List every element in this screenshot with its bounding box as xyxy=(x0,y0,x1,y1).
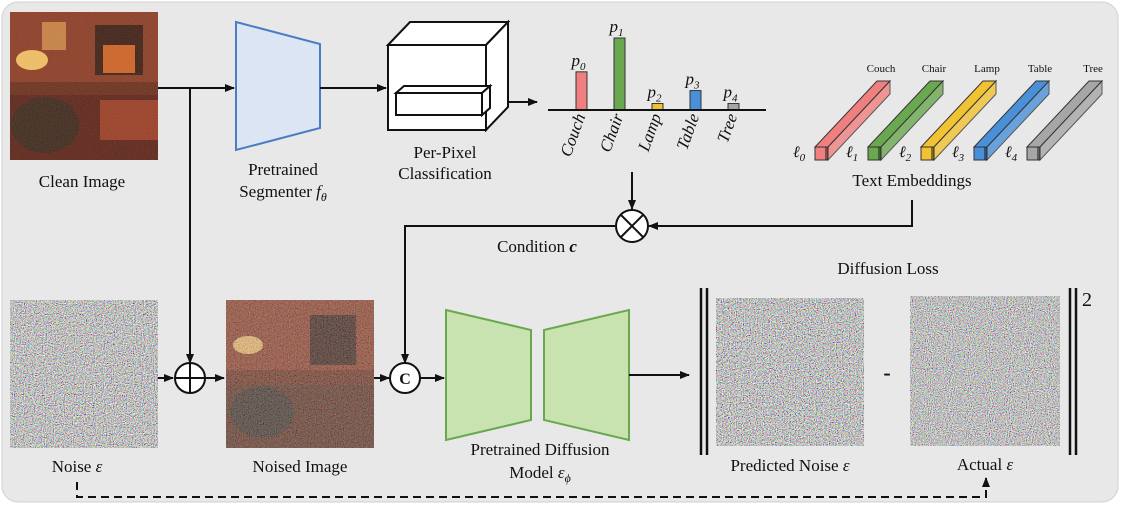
arrow-embeddings-to-multiply xyxy=(648,200,913,230)
norm-exponent: 2 xyxy=(1082,289,1092,311)
diffusion-encoder-block xyxy=(445,308,532,442)
embedding-name-chair: Chair xyxy=(922,63,947,75)
noised-image-label: Noised Image xyxy=(253,457,348,476)
diffusion-decoder-block xyxy=(543,308,630,442)
actual-noise-label: Actual ε xyxy=(957,455,1014,474)
embedding-lamp: Lamp ℓ2 xyxy=(899,63,1000,164)
prob-label-0: p0 xyxy=(571,51,587,73)
embedding-couch: Couch ℓ0 xyxy=(793,63,896,164)
actual-noise-image xyxy=(910,296,1060,446)
segmenter-block xyxy=(235,20,321,152)
embedding-tree: Tree ℓ4 xyxy=(1005,63,1104,164)
multiply-operator xyxy=(615,209,649,243)
norm-left-bars xyxy=(699,288,709,455)
concat-operator: C xyxy=(389,362,421,394)
bar-couch xyxy=(575,71,588,111)
arrow-condition-to-concat xyxy=(401,225,615,364)
norm-right-bars xyxy=(1068,288,1078,455)
prob-label-2: p2 xyxy=(647,83,663,105)
noise-image xyxy=(10,300,158,448)
clean-image xyxy=(10,12,158,160)
dashed-noise-to-actual xyxy=(76,477,990,498)
prob-label-3: p3 xyxy=(685,70,701,92)
embedding-symbol-0: ℓ0 xyxy=(793,144,806,164)
svg-text:C: C xyxy=(399,371,411,388)
embedding-table: Table ℓ3 xyxy=(952,63,1052,164)
segmenter-label-line1: Pretrained xyxy=(248,160,318,179)
text-embeddings-label: Text Embeddings xyxy=(852,171,971,190)
noise-label: Noise ε xyxy=(52,457,103,476)
embedding-name-tree: Tree xyxy=(1083,63,1103,75)
embedding-name-couch: Couch xyxy=(867,63,896,75)
add-operator xyxy=(174,362,206,394)
embedding-name-table: Table xyxy=(1028,63,1052,75)
bar-chair xyxy=(613,37,626,111)
diffusion-loss-label: Diffusion Loss xyxy=(837,259,938,278)
embedding-symbol-3: ℓ3 xyxy=(952,144,965,164)
classification-cube xyxy=(385,19,511,133)
classification-label-line1: Per-Pixel xyxy=(414,143,477,162)
condition-label: Condition c xyxy=(497,237,577,256)
diffusion-label-line2: Model εϕ xyxy=(509,463,571,485)
predicted-noise-image xyxy=(716,298,864,446)
noised-image xyxy=(226,300,374,448)
classification-label-line2: Classification xyxy=(398,164,492,183)
bar-table xyxy=(689,90,702,111)
minus-sign: - xyxy=(883,360,890,385)
embedding-symbol-1: ℓ1 xyxy=(846,144,858,164)
embedding-symbol-4: ℓ4 xyxy=(1005,144,1018,164)
embedding-chair: Chair ℓ1 xyxy=(846,63,947,164)
text-embeddings: Couch ℓ0 Chair ℓ1 Lamp ℓ2 Table ℓ3 Tree ℓ4 xyxy=(793,63,1104,164)
prob-label-4: p4 xyxy=(723,83,739,105)
predicted-noise-label: Predicted Noise ε xyxy=(730,456,849,475)
prob-label-1: p1 xyxy=(609,17,624,39)
clean-image-label: Clean Image xyxy=(39,172,125,191)
embedding-symbol-2: ℓ2 xyxy=(899,144,912,164)
segmenter-label-line2: Segmenter fθ xyxy=(239,182,327,204)
diffusion-label-line1: Pretrained Diffusion xyxy=(471,440,610,459)
embedding-name-lamp: Lamp xyxy=(974,63,1000,75)
